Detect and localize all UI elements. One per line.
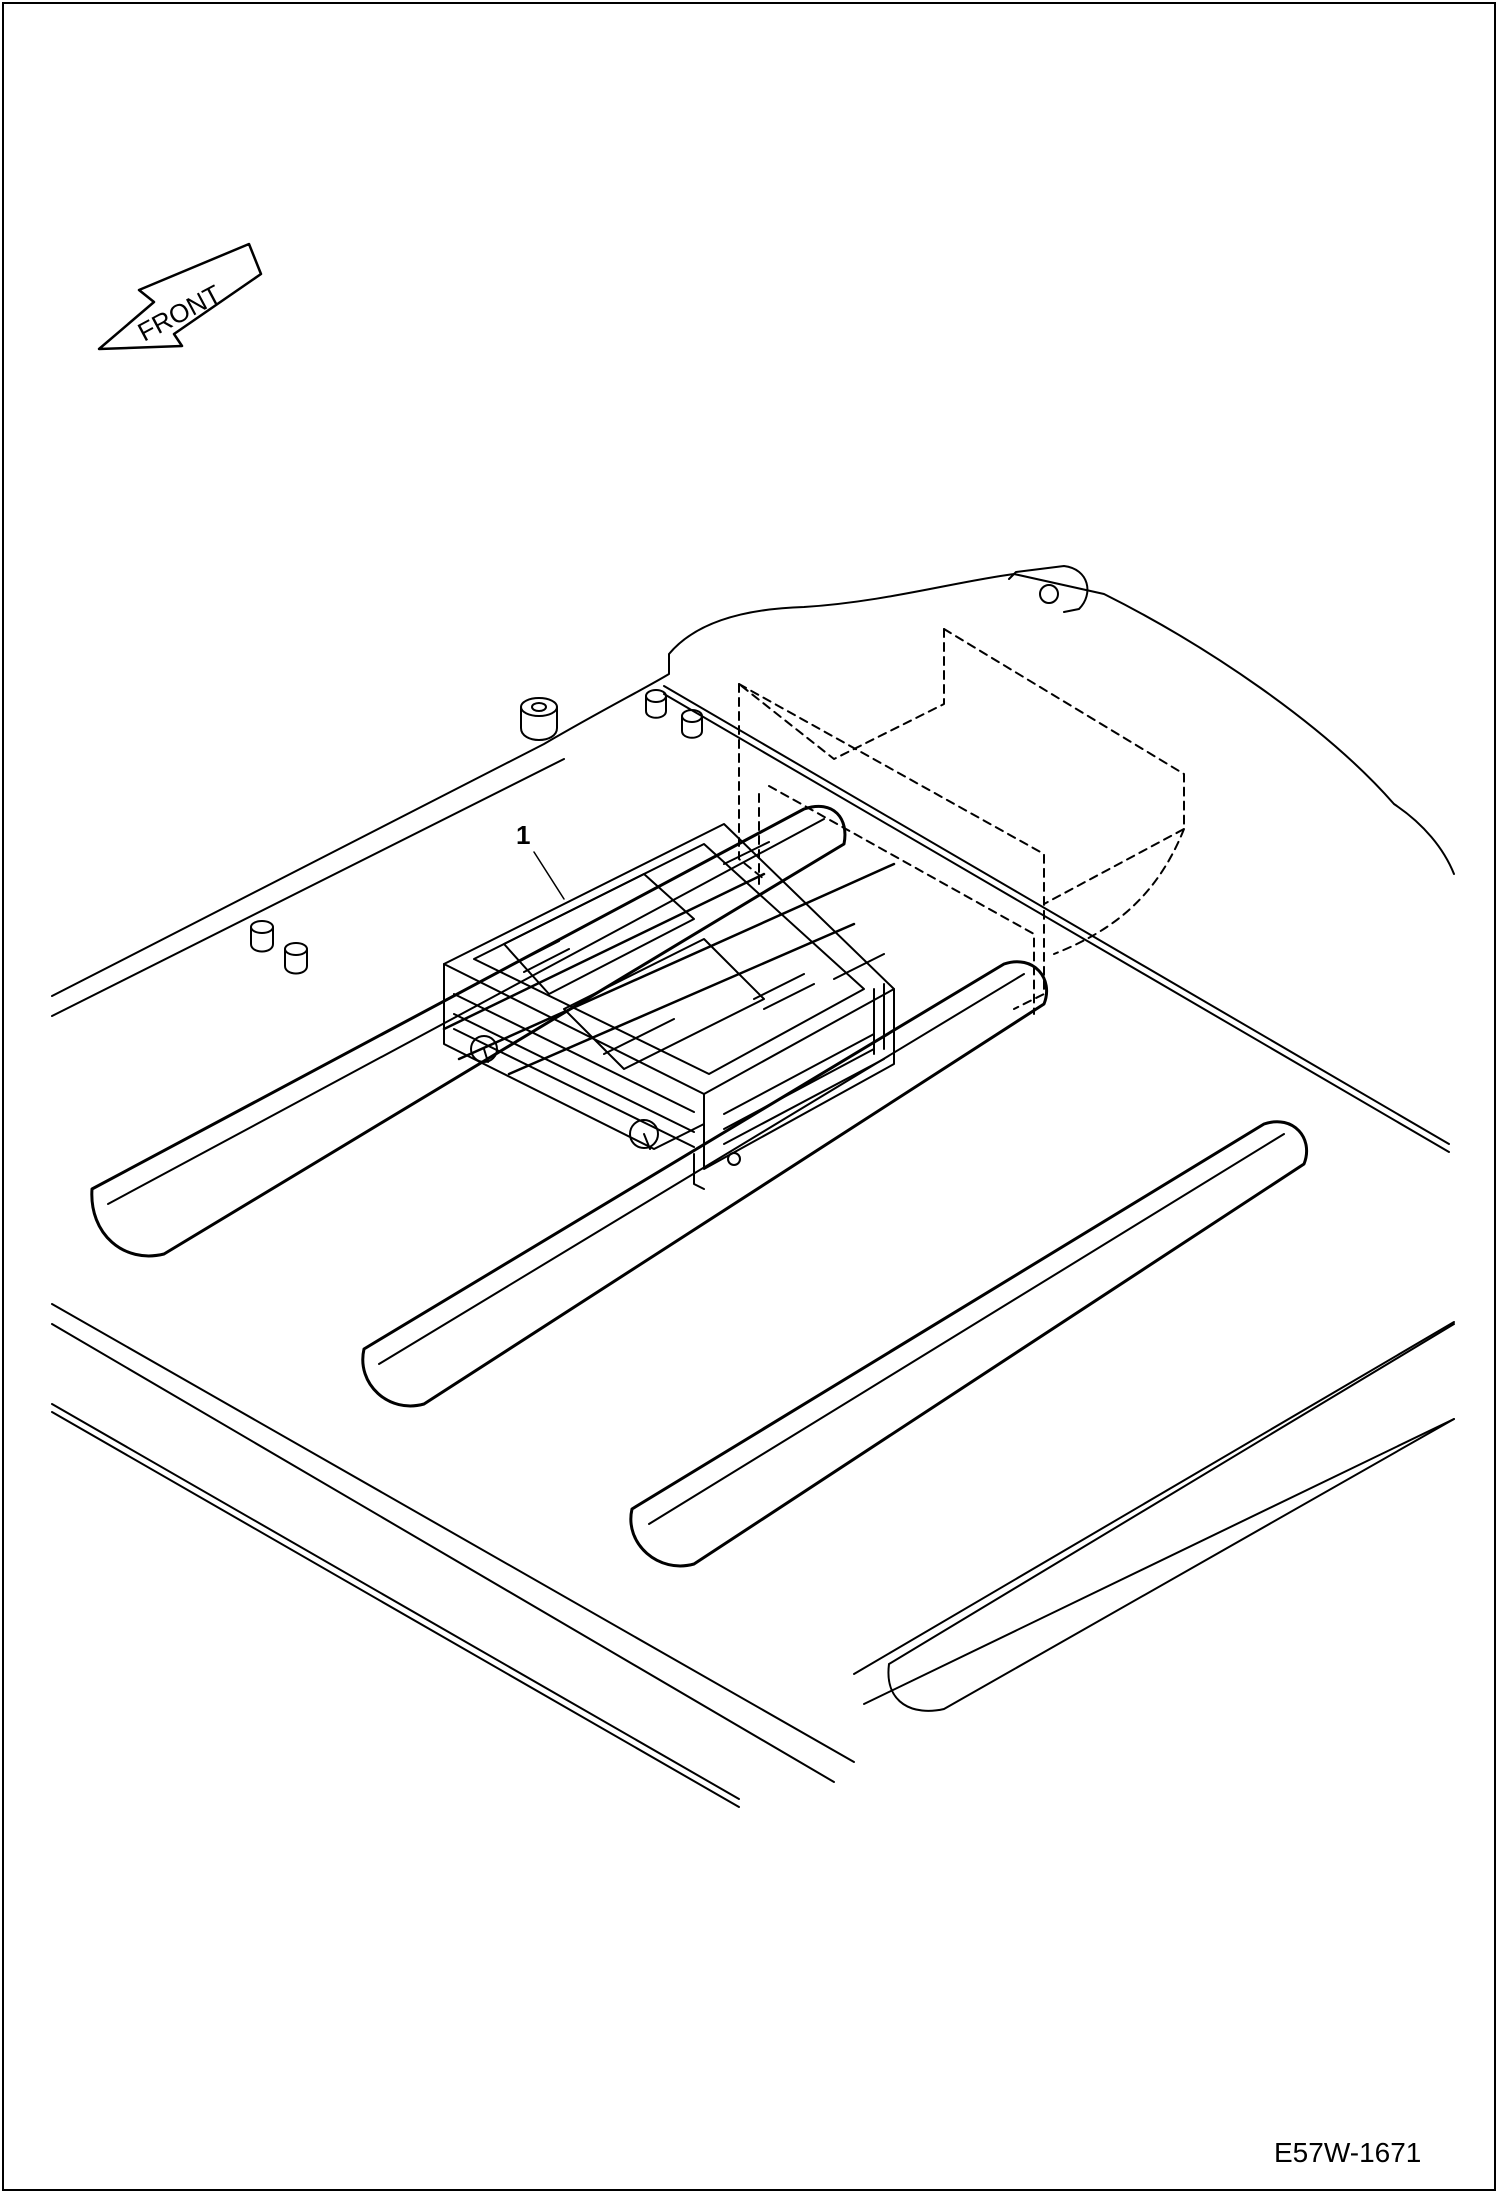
radio-unit [443,823,895,1190]
figure-code: E57W-1671 [1274,2137,1421,2168]
callout-label: 1 [516,820,530,850]
radio-compartment-outline [738,628,1185,1015]
front-label: FRONT [133,279,226,348]
mounting-bosses [250,689,703,975]
bracket-lines [442,862,896,1076]
roof-panel [51,565,1455,1808]
callout-1: 1 [516,820,565,900]
roof-ribs [90,804,1455,1712]
front-arrow-icon: FRONT [97,242,263,351]
exploded-view-drawing: FRONT [51,242,1455,2168]
